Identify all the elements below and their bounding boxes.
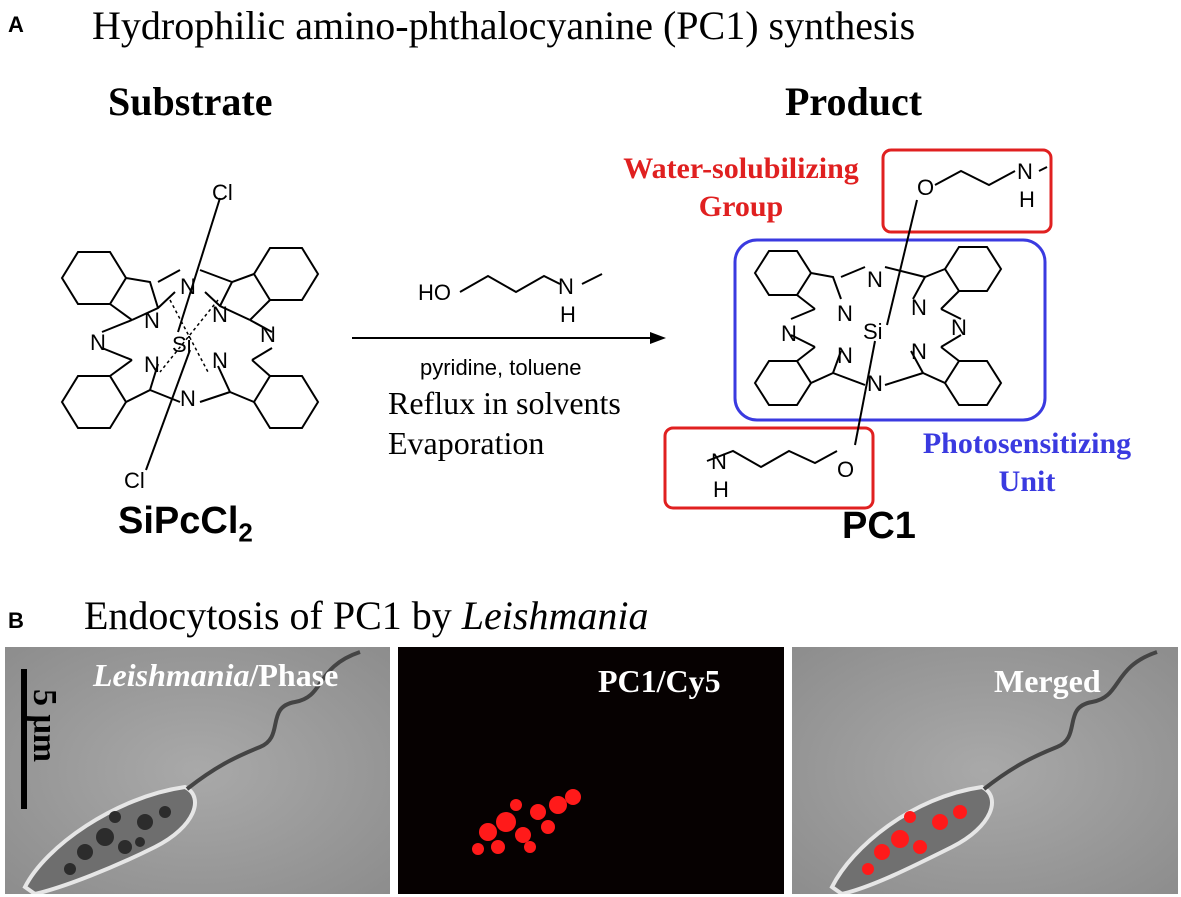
- panel-a-letter: A: [8, 12, 24, 37]
- n-label: N: [260, 322, 276, 347]
- n-label: N: [837, 301, 853, 326]
- product-heading: Product: [785, 79, 923, 124]
- merged-label: Merged: [994, 663, 1101, 699]
- product-structure: O N H O N H Si N N N N N N N N: [663, 148, 1053, 510]
- n-label: N: [212, 348, 228, 373]
- conditions-solvents: pyridine, toluene: [420, 355, 582, 380]
- cy5-image-panel: PC1/Cy5: [398, 647, 784, 894]
- h-top-label: H: [1019, 187, 1035, 212]
- n-label: N: [951, 315, 967, 340]
- substrate-structure: Cl Cl Si N N N N N N N N: [60, 180, 320, 493]
- n-label: N: [911, 295, 927, 320]
- h-bottom-label: H: [713, 477, 729, 502]
- panel-b-title: Endocytosis of PC1 by Leishmania: [84, 593, 649, 638]
- panel-a-title: Hydrophilic amino-phthalocyanine (PC1) s…: [92, 3, 916, 48]
- si-label: Si: [172, 332, 192, 357]
- n-label: N: [911, 339, 927, 364]
- bottom-water-box: [663, 426, 875, 510]
- n-label: N: [867, 371, 883, 396]
- reaction-arrow: [352, 332, 666, 344]
- merged-image: [792, 647, 1178, 894]
- n-label: N: [212, 302, 228, 327]
- n-label: N: [144, 308, 160, 333]
- n-top-label: N: [1017, 159, 1033, 184]
- n-label: N: [867, 267, 883, 292]
- cy5-label: PC1/Cy5: [598, 663, 721, 699]
- phase-image-panel: 5 μm Leishmania/Phase: [5, 647, 390, 894]
- substrate-name: SiPcCl2: [118, 500, 253, 548]
- reagent-n-label: N: [558, 274, 574, 299]
- n-label: N: [144, 352, 160, 377]
- scale-bar: [21, 669, 27, 809]
- merged-image-panel: Merged: [792, 647, 1178, 894]
- n-label: N: [90, 330, 106, 355]
- panel-b-letter: B: [8, 608, 24, 633]
- n-bottom-label: N: [711, 449, 727, 474]
- n-label: N: [180, 386, 196, 411]
- cl-top-label: Cl: [212, 180, 233, 205]
- photosensitizing-box: [733, 238, 1047, 422]
- reagent-ho-label: HO: [418, 280, 451, 305]
- phase-label: Leishmania/Phase: [93, 657, 339, 693]
- o-bottom-label: O: [837, 457, 854, 482]
- conditions-evaporation: Evaporation: [388, 425, 545, 461]
- n-label: N: [781, 321, 797, 346]
- o-top-label: O: [917, 175, 934, 200]
- si-label: Si: [863, 319, 883, 344]
- conditions-reflux: Reflux in solvents: [388, 385, 621, 421]
- substrate-heading: Substrate: [108, 79, 273, 124]
- top-water-box: [881, 148, 1053, 234]
- reagent-structure: HO N H: [418, 273, 603, 327]
- cy5-image: [398, 647, 784, 894]
- n-label: N: [837, 343, 853, 368]
- product-name: PC1: [842, 505, 916, 547]
- photosensitizing-label: Photosensitizing Unit: [922, 427, 1132, 498]
- reagent-h-label: H: [560, 302, 576, 327]
- scale-bar-label: 5 μm: [26, 689, 63, 763]
- phase-image: [5, 647, 390, 894]
- cl-bottom-label: Cl: [124, 468, 145, 493]
- water-solubilizing-label: Water-solubilizing Group: [623, 152, 859, 223]
- n-label: N: [180, 274, 196, 299]
